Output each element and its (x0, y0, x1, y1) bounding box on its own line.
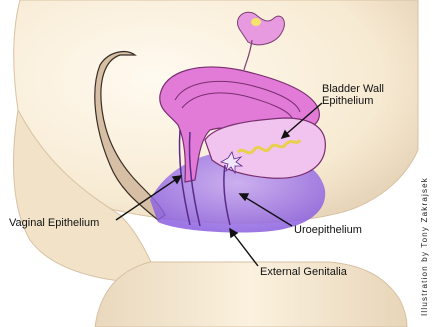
leg-shape (95, 262, 407, 327)
bladder-wall-epithelium-label: Bladder Wall Epithelium (322, 83, 384, 107)
uroepithelium-label: Uroepithelium (294, 224, 362, 236)
bladder-label-line1: Bladder Wall (322, 83, 384, 95)
bladder-label-line2: Epithelium (322, 95, 384, 107)
vaginal-epithelium-label: Vaginal Epithelium (9, 217, 99, 229)
external-genitalia-label: External Genitalia (260, 266, 347, 278)
ovary-highlight (251, 18, 261, 26)
illustration-credit: Illustration by Tony Zakrajsek (420, 177, 429, 316)
